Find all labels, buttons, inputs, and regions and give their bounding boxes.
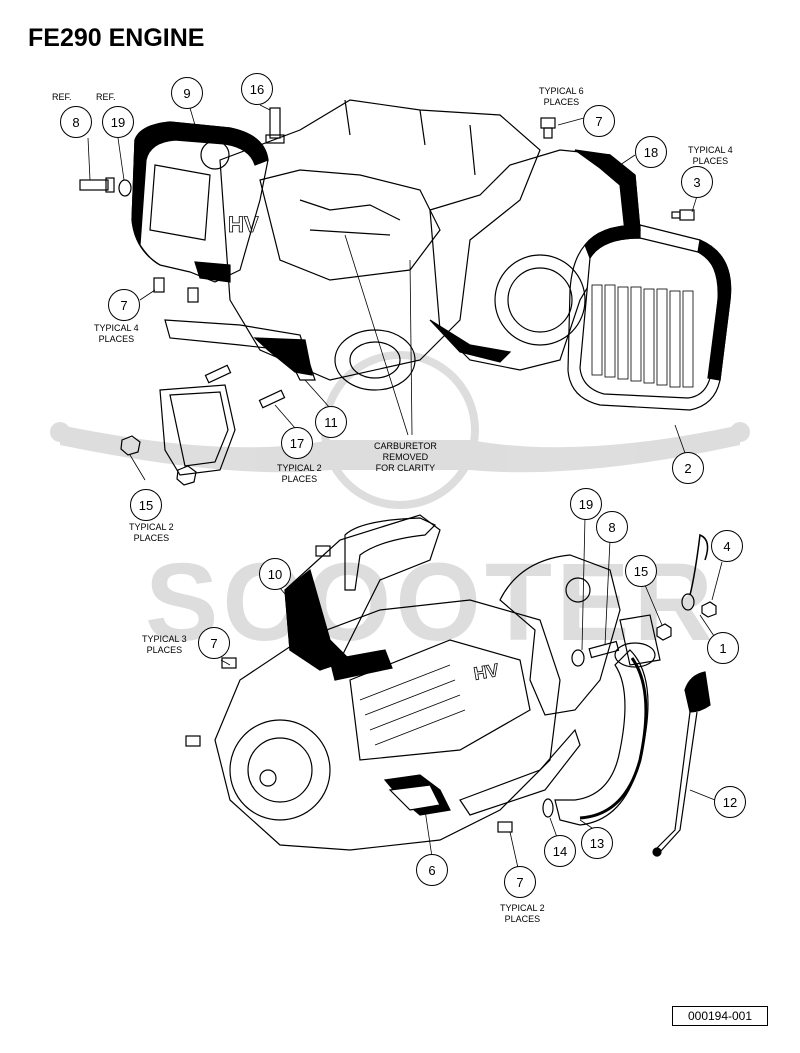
bolt-19-bottom-icon	[571, 649, 585, 667]
callout-7-bottom: 7	[504, 866, 536, 898]
typical-4-places-right-note: TYPICAL 4 PLACES	[688, 145, 733, 166]
top-engine-assembly: HV	[79, 99, 732, 486]
nut-4-icon	[701, 601, 717, 618]
document-number: 000194-001	[672, 1006, 768, 1026]
screw-3-icon	[671, 209, 695, 221]
callout-15-bottom: 15	[625, 555, 657, 587]
callout-11: 11	[315, 406, 347, 438]
svg-text:HV: HV	[472, 660, 500, 684]
callout-14: 14	[544, 835, 576, 867]
washer-19-icon	[118, 179, 132, 197]
stud-17-icon	[204, 364, 286, 409]
screw-7-bottom-icon	[497, 821, 513, 833]
callout-4: 4	[711, 530, 743, 562]
callout-10: 10	[259, 558, 291, 590]
bottom-engine-assembly: HV	[185, 514, 723, 869]
bolt-16-icon	[265, 107, 285, 144]
callout-1: 1	[707, 632, 739, 664]
screw-7-left-icon	[153, 277, 199, 303]
callout-7-bottom-left: 7	[198, 627, 230, 659]
callout-2: 2	[672, 452, 704, 484]
callout-3: 3	[681, 166, 713, 198]
typical-3-places-note: TYPICAL 3 PLACES	[142, 634, 187, 655]
callout-8-top: 8	[60, 106, 92, 138]
callout-15-top: 15	[130, 489, 162, 521]
svg-text:HV: HV	[228, 212, 259, 237]
callout-19-top: 19	[102, 106, 134, 138]
callout-8-bottom: 8	[596, 511, 628, 543]
callout-13: 13	[581, 827, 613, 859]
carburetor-removed-note: CARBURETOR REMOVED FOR CLARITY	[374, 441, 437, 473]
callout-7-top-right: 7	[583, 105, 615, 137]
typical-2-places-17-note: TYPICAL 2 PLACES	[277, 463, 322, 484]
nut-15-bottom-icon	[656, 623, 672, 641]
callout-19-bottom: 19	[570, 488, 602, 520]
callout-7-top-left: 7	[108, 289, 140, 321]
callout-18: 18	[635, 136, 667, 168]
callout-9: 9	[171, 77, 203, 109]
nut-15-icon	[120, 435, 197, 486]
typical-2-places-15-note: TYPICAL 2 PLACES	[129, 522, 174, 543]
callout-17: 17	[281, 427, 313, 459]
typical-4-places-left-note: TYPICAL 4 PLACES	[94, 323, 139, 344]
screw-7-bottom-left-icon	[185, 545, 331, 747]
typical-2-places-bottom-note: TYPICAL 2 PLACES	[500, 903, 545, 924]
gasket-14-icon	[542, 798, 554, 818]
ref-note-8: REF.	[52, 92, 72, 102]
bolt-8-icon	[79, 177, 115, 193]
callout-12: 12	[714, 786, 746, 818]
terminal-icon	[681, 593, 695, 611]
diagram-title: FE290 ENGINE	[28, 24, 205, 52]
callout-6: 6	[416, 854, 448, 886]
bolt-8-bottom-icon	[588, 640, 620, 659]
typical-6-places-note: TYPICAL 6 PLACES	[539, 86, 584, 107]
callout-16: 16	[241, 73, 273, 105]
ref-note-19: REF.	[96, 92, 116, 102]
screw-7-icon	[540, 117, 556, 139]
